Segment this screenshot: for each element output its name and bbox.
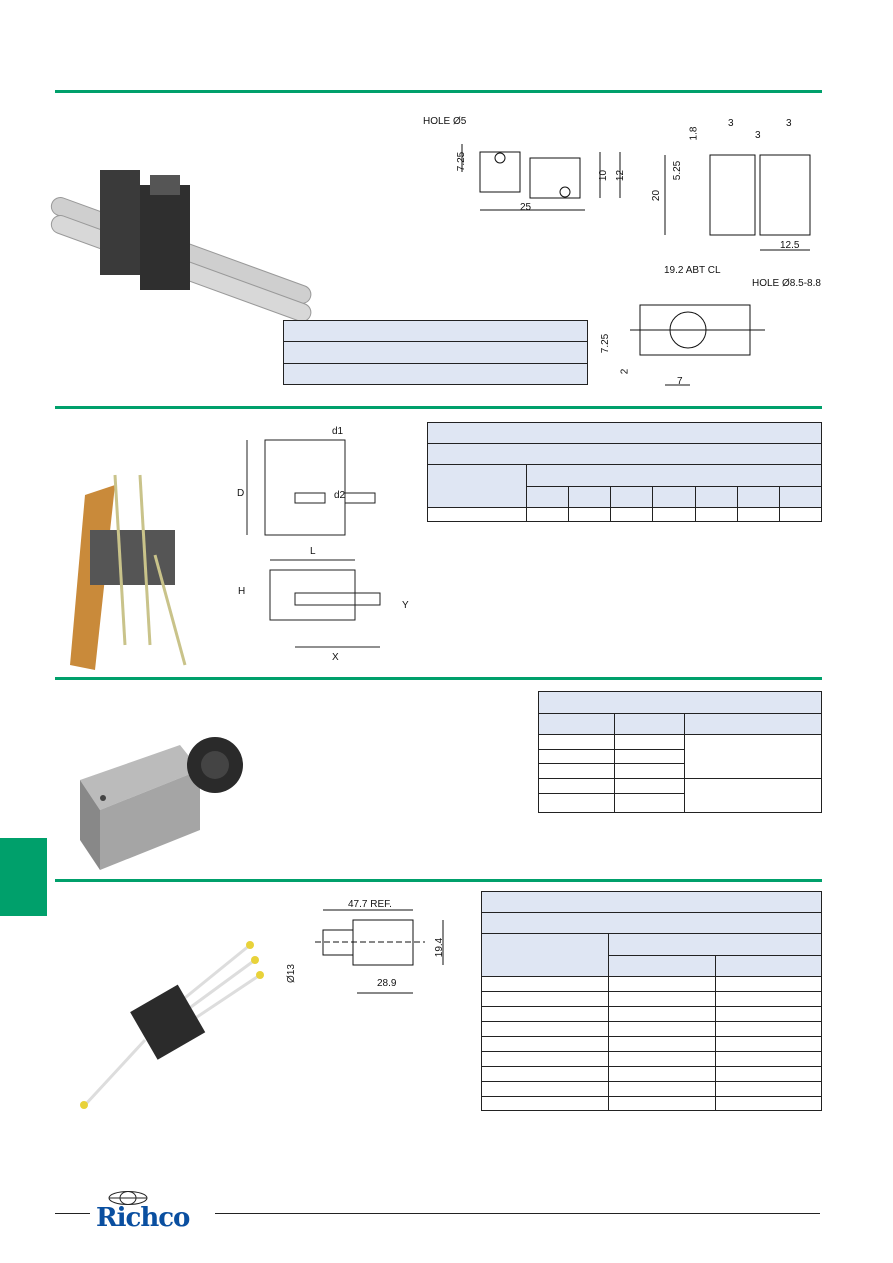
dim-label: 28.9	[377, 978, 397, 989]
dim-label: 47.7 REF.	[348, 899, 392, 910]
dim-label: 19.2 ABT CL	[664, 265, 721, 276]
dim-label: 7	[677, 376, 683, 387]
product-photo-enclosure	[80, 737, 243, 870]
chapter-tab	[0, 838, 47, 916]
dim-label: 12.5	[780, 240, 800, 251]
section-divider	[55, 677, 822, 680]
section-divider	[55, 90, 822, 93]
dim-label: 1.8	[688, 126, 700, 141]
drawing-front-view	[630, 304, 765, 386]
drawing-heatsink	[246, 439, 381, 648]
spec-table-1	[283, 320, 588, 385]
drawing-fiber-connector	[315, 909, 444, 994]
dim-label: 10	[598, 169, 610, 182]
dim-label: 3	[786, 118, 792, 129]
dim-label: 7.25	[600, 333, 612, 354]
dim-label: 5.25	[672, 160, 684, 181]
dim-label: 25	[520, 202, 532, 213]
dim-label: 2	[619, 368, 631, 375]
dim-label: 7.25	[456, 151, 468, 172]
footer-rule	[215, 1213, 820, 1214]
dim-label: d1	[332, 426, 344, 437]
richco-logo: Richco	[96, 1203, 190, 1233]
spec-table-3	[538, 691, 822, 813]
dim-label: X	[332, 652, 339, 663]
hole-label: HOLE Ø8.5-8.8	[752, 278, 821, 289]
section-divider	[55, 879, 822, 882]
dim-label: 3	[755, 130, 761, 141]
product-photo-fiber-connector	[80, 941, 264, 1109]
drawing-side-view	[664, 154, 811, 251]
section-divider	[55, 406, 822, 409]
dim-label: d2	[334, 490, 346, 501]
spec-table-2	[427, 422, 823, 522]
dim-label: 12	[615, 169, 627, 182]
globe-icon	[108, 1191, 148, 1205]
product-photo-cable-clip	[50, 170, 312, 322]
dim-label: L	[310, 546, 316, 557]
drawing-top-view	[461, 144, 621, 211]
product-photo-heatsink-mount	[70, 474, 187, 670]
dim-label: D	[237, 488, 245, 499]
dim-label: 20	[651, 189, 663, 202]
spec-table-4	[481, 891, 822, 1111]
dim-label: H	[238, 586, 246, 597]
footer-rule	[55, 1213, 90, 1214]
dim-label: 19.4	[434, 937, 446, 958]
dim-label: 3	[728, 118, 734, 129]
dim-label: Y	[402, 600, 409, 611]
hole-label: HOLE Ø5	[423, 116, 467, 127]
dim-label: Ø13	[285, 964, 297, 983]
